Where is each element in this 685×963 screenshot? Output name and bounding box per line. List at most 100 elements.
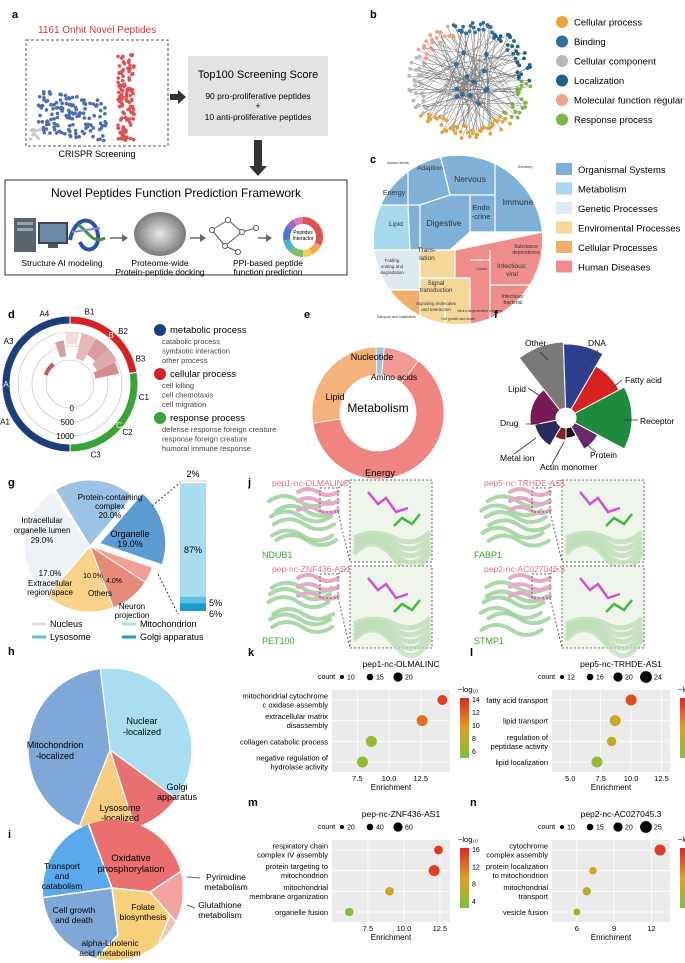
network-node (510, 44, 515, 48)
network-node (422, 64, 426, 69)
peptide-ribbon (508, 505, 552, 515)
network-edge (453, 36, 468, 77)
tick-label: 1000 (56, 432, 74, 441)
tick-label: 0 (70, 404, 75, 413)
x-tick: 7.5 (352, 774, 362, 783)
circos-chart: A1A2A3A4B1B2B3C1C2C3ABC05001000 (0, 308, 150, 460)
x-tick: 12.5 (414, 774, 429, 783)
legend-item: response foreign creature (162, 435, 247, 444)
zoom-ribbon (352, 619, 432, 638)
size-legend-dot (613, 672, 623, 682)
bar-label: 87% (184, 545, 202, 555)
network-edge (436, 37, 463, 95)
i-alpha-2: acid metabolism (79, 948, 140, 958)
term-label: lipid localization (495, 758, 548, 767)
zoom-ribbon (564, 538, 645, 565)
network-edge (462, 32, 493, 95)
score-line2: 10 anti-proliferative peptides (205, 112, 312, 122)
network-edge (486, 88, 518, 118)
size-legend-dot (560, 825, 564, 829)
scatter-point (87, 116, 92, 121)
term-label: fatty acid transport (486, 696, 549, 705)
scatter-point (70, 95, 75, 100)
zoom-line (549, 511, 563, 563)
ring-segment (286, 219, 297, 231)
network-edge (462, 94, 481, 131)
legend-swatch (154, 324, 166, 336)
network-edge (461, 103, 479, 139)
g-extra-pct: 17.0% (39, 569, 62, 578)
network-hub (484, 86, 490, 92)
network-node (523, 101, 527, 105)
segment-label: A4 (39, 310, 49, 319)
cellular-component-pie (23, 479, 167, 613)
network-node (508, 35, 513, 39)
scatter-point (35, 134, 39, 138)
network-node (441, 116, 446, 121)
peptide-title: pep1-nc-OLMALINC (272, 478, 349, 488)
network-node (528, 84, 533, 89)
scatter-point (131, 107, 136, 112)
enrichment-dot (385, 887, 394, 896)
circos-bar (54, 340, 67, 358)
size-legend-dot (560, 675, 564, 679)
network-edge (440, 31, 458, 97)
residue-sticks (605, 599, 633, 613)
scatter-point (120, 88, 125, 93)
peptide-ribbon (296, 487, 340, 497)
network-edge (474, 29, 480, 83)
pie-h-labels: Nuclear -localized Golgi apparatus Lysos… (27, 716, 198, 823)
scatter-point (73, 131, 78, 136)
residue-sticks (605, 513, 633, 527)
size-legend-label: 16 (596, 675, 604, 682)
legend-title: metabolic process (170, 325, 247, 336)
g-others: Others (88, 589, 112, 598)
network-node (517, 63, 522, 68)
scatter-point (54, 131, 59, 135)
cell-digestive: Digestive (427, 218, 462, 228)
enrichment-dot (356, 756, 368, 768)
protein-surface-icon (134, 212, 186, 256)
scatter-point (121, 74, 125, 79)
scatter-point (36, 120, 41, 124)
arrow-right (170, 90, 186, 104)
legend-label: Organismal Systems (578, 165, 666, 176)
segment-label: C2 (122, 428, 133, 437)
segment-label: B3 (136, 354, 146, 363)
i-fol-1: Folate (131, 902, 155, 912)
network-node (486, 126, 491, 131)
g-organelle-2: 19.0% (117, 539, 143, 549)
network-node (515, 51, 520, 56)
network-node (416, 103, 420, 108)
bar-segment (180, 483, 206, 597)
dotplot-title: pep1-nc-OLMALINC (362, 659, 439, 669)
scatter-point (77, 134, 81, 139)
enrichment-dot (606, 736, 617, 747)
scatter-point (83, 102, 88, 106)
network-edge (462, 94, 464, 126)
scatter-point (124, 130, 128, 134)
circos-bar (92, 349, 117, 371)
protein-name: PET100 (262, 636, 295, 646)
network-node (450, 33, 455, 38)
cell-sensory: Sensory (518, 164, 533, 169)
protein-ribbon (272, 517, 337, 532)
panel-label-d: d (8, 309, 15, 321)
legend-label: Metabolism (578, 185, 627, 196)
legend-label: Mitochondrion (140, 619, 197, 629)
scatter-point (92, 113, 96, 118)
network-edge (462, 65, 520, 95)
size-legend-label: 25 (654, 825, 662, 832)
scatter-point (38, 113, 42, 118)
scatter-frame (25, 39, 169, 147)
network-hub (459, 92, 465, 97)
scatter-point (128, 66, 132, 71)
network-node (488, 131, 493, 136)
term-label: peptidase activity (490, 742, 548, 751)
ring-segment (303, 248, 313, 257)
ring-segment (303, 217, 323, 246)
zoom-ribbon (564, 530, 644, 545)
pie-slice (46, 545, 114, 613)
network-node (477, 128, 482, 133)
network-edge (486, 88, 506, 114)
